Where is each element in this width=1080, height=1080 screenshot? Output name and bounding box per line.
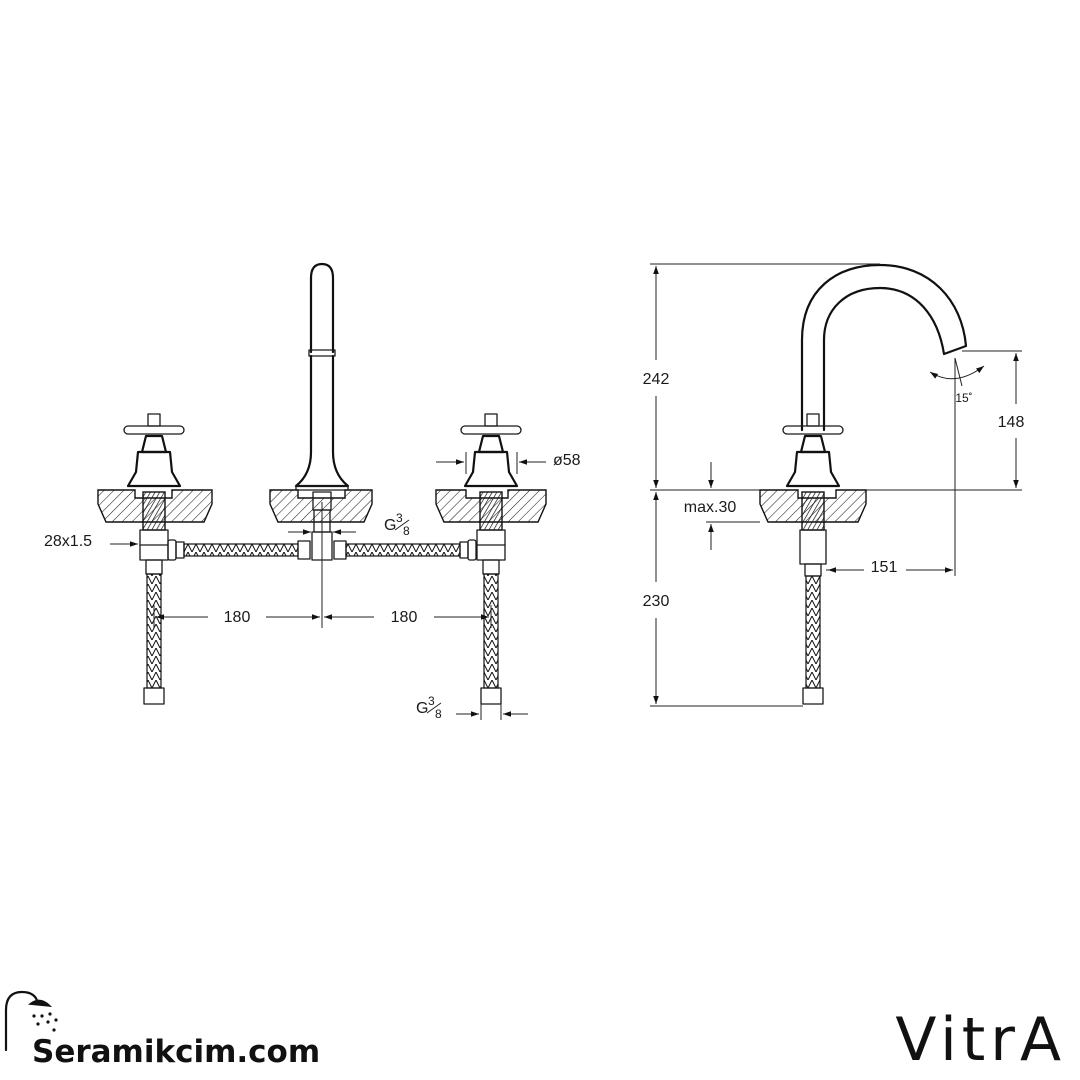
tap-left (123, 413, 185, 705)
dim-hose-connection-bottom: 8 (435, 707, 442, 721)
tap-right (460, 413, 522, 705)
dim-spout-height: 148 (998, 414, 1025, 431)
manufacturer-logo: VitrA (895, 1005, 1066, 1075)
front-view: 180 180 ø58 28x1.5 G 3 8 G 3 8 (44, 262, 581, 721)
dim-spout-connection: G (384, 517, 396, 534)
dim-nut-thread: 28x1.5 (44, 533, 92, 550)
side-view: 242 230 148 max.30 151 15˚ (643, 263, 1025, 707)
spout-front (294, 262, 350, 561)
dim-overall-height: 242 (643, 371, 670, 388)
shop-logo: Seramikcim.com (4, 990, 320, 1070)
dim-swivel-angle: 15˚ (955, 391, 972, 405)
shop-name: Seramikcim.com (32, 1034, 320, 1070)
countertop-center (269, 489, 373, 523)
dim-spout-reach: 151 (871, 559, 898, 576)
shower-head-icon (4, 990, 58, 1052)
spout-side (782, 263, 968, 705)
dim-max-thickness: max.30 (684, 499, 737, 516)
dim-spout-connection-bottom: 8 (403, 524, 410, 538)
dim-hose-length: 230 (643, 593, 670, 610)
connecting-hoses (167, 539, 477, 561)
dim-spout-connection-top: 3 (396, 511, 403, 525)
dim-diameter: ø58 (553, 452, 581, 469)
dim-spacing-left: 180 (224, 609, 251, 626)
dim-hose-connection-top: 3 (428, 694, 435, 708)
dim-spacing-right: 180 (391, 609, 418, 626)
dim-hose-connection: G (416, 700, 428, 717)
